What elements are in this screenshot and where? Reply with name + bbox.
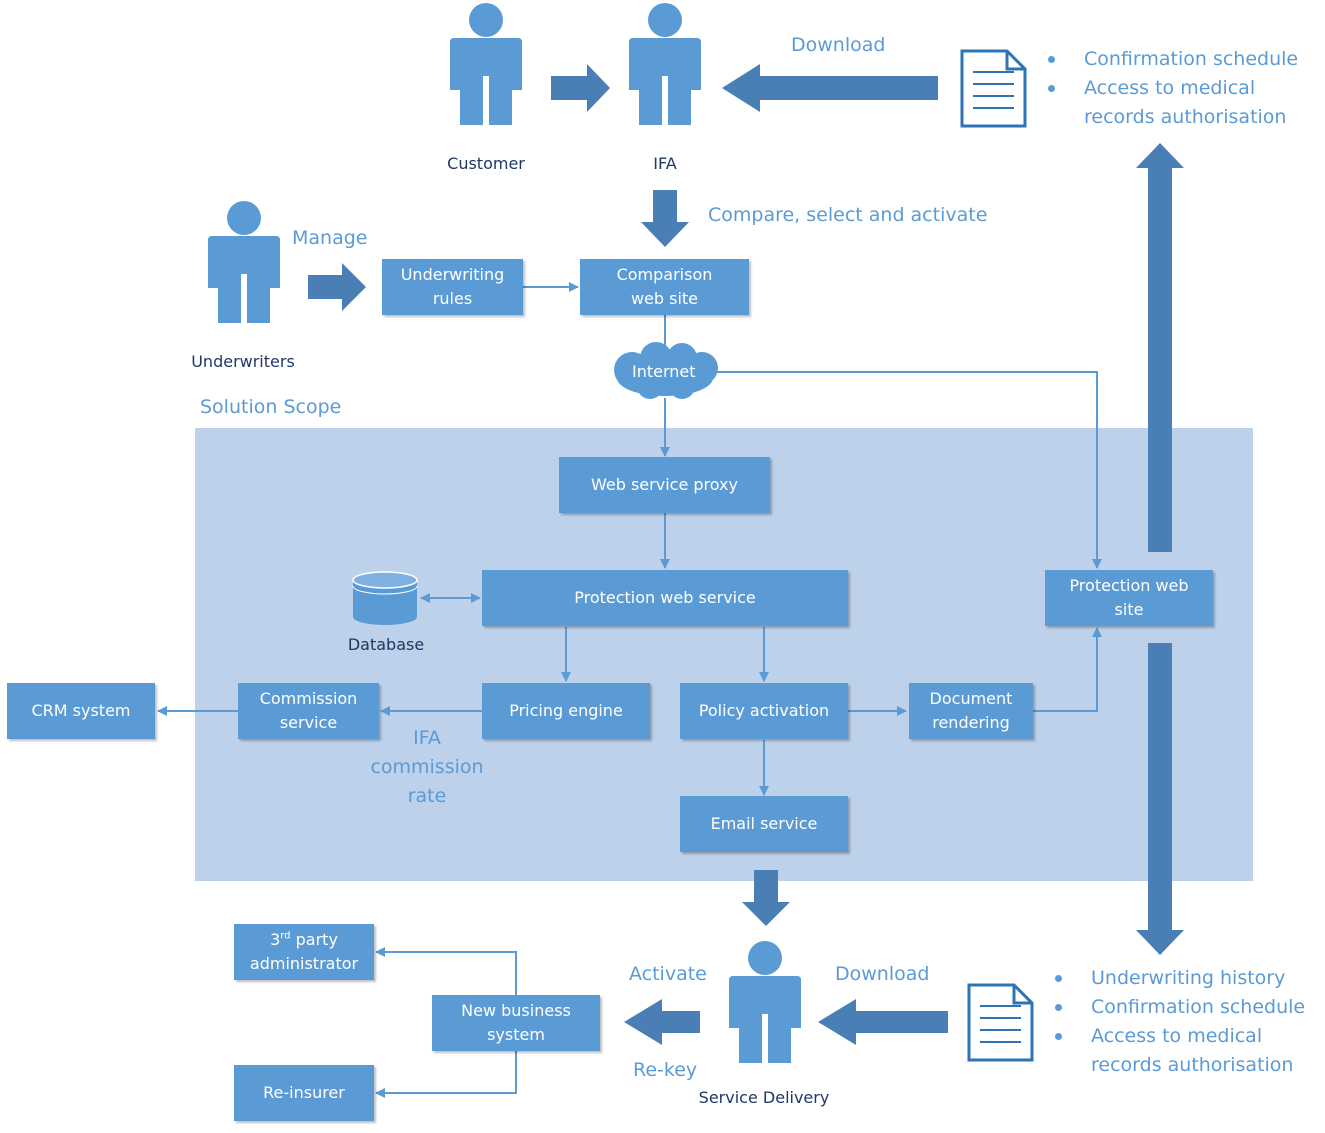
web-service-proxy-box: Web service proxy [559, 457, 770, 513]
email-service-box: Email service [680, 796, 848, 852]
download-to-service-delivery-arrow [818, 999, 948, 1045]
list-item: Access to medical records authorisation [1053, 1022, 1318, 1080]
ifa-actor-icon [629, 3, 701, 125]
protection-site-down-arrow [1136, 643, 1184, 955]
newbusiness-to-reinsurer-connector [375, 1050, 517, 1098]
ifa-to-comparison-arrow [641, 190, 689, 247]
ifa-commission-rate-label: IFA commission rate [370, 727, 484, 807]
bottom-document-list: Underwriting history Confirmation schedu… [1053, 964, 1318, 1080]
rekey-label: Re-key [633, 1059, 698, 1081]
compare-select-activate-label: Compare, select and activate [708, 204, 988, 226]
re-insurer-box: Re-insurer [234, 1065, 374, 1121]
activate-label: Activate [629, 963, 707, 985]
activate-arrow [624, 999, 700, 1045]
manage-label: Manage [292, 227, 368, 249]
crm-system-box: CRM system [7, 683, 155, 739]
document-top-icon [960, 49, 1027, 128]
download-top-label: Download [791, 34, 886, 56]
pricing-engine-box: Pricing engine [482, 683, 650, 739]
policy-activation-box: Policy activation [680, 683, 848, 739]
internet-cloud-icon [614, 342, 718, 399]
document-bottom-icon [967, 983, 1034, 1062]
underwriters-actor-icon [208, 201, 280, 323]
protection-site-up-arrow [1136, 143, 1184, 552]
new-business-system-box: New business system [432, 995, 600, 1051]
ifa-label: IFA [653, 154, 677, 173]
rendering-to-protection-site-connector [1033, 627, 1102, 712]
manage-arrow [308, 263, 366, 311]
document-rendering-box: Document rendering [909, 683, 1033, 739]
internet-label: Internet [632, 362, 696, 381]
email-to-service-delivery-arrow [742, 870, 790, 926]
download-to-ifa-arrow [722, 64, 938, 112]
internet-to-protection-site-connector [715, 371, 1102, 569]
underwriters-label: Underwriters [191, 352, 295, 371]
service-delivery-actor-icon [729, 941, 801, 1063]
list-item: Access to medical records authorisation [1046, 74, 1316, 132]
customer-label: Customer [447, 154, 525, 173]
download-bottom-label: Download [835, 963, 930, 985]
database-label: Database [347, 635, 425, 654]
commission-service-box: Commission service [238, 683, 379, 739]
third-party-administrator-box: 3rd party administrator [234, 924, 374, 980]
comparison-web-site-box: Comparison web site [580, 259, 749, 315]
database-icon [352, 571, 418, 625]
solution-scope-label: Solution Scope [200, 396, 342, 418]
customer-to-ifa-arrow [551, 64, 610, 112]
service-delivery-label: Service Delivery [698, 1088, 830, 1107]
underwriting-rules-box: Underwriting rules [382, 259, 523, 315]
top-document-list: Confirmation schedule Access to medical … [1046, 45, 1316, 132]
protection-web-service-box: Protection web service [482, 570, 848, 626]
list-item: Confirmation schedule [1053, 993, 1318, 1022]
list-item: Confirmation schedule [1046, 45, 1316, 74]
list-item: Underwriting history [1053, 964, 1318, 993]
third-party-administrator-label: 3rd party administrator [249, 930, 359, 973]
customer-actor-icon [450, 3, 522, 125]
newbusiness-to-tpa-connector [375, 947, 517, 995]
protection-web-site-box: Protection web site [1045, 570, 1213, 626]
